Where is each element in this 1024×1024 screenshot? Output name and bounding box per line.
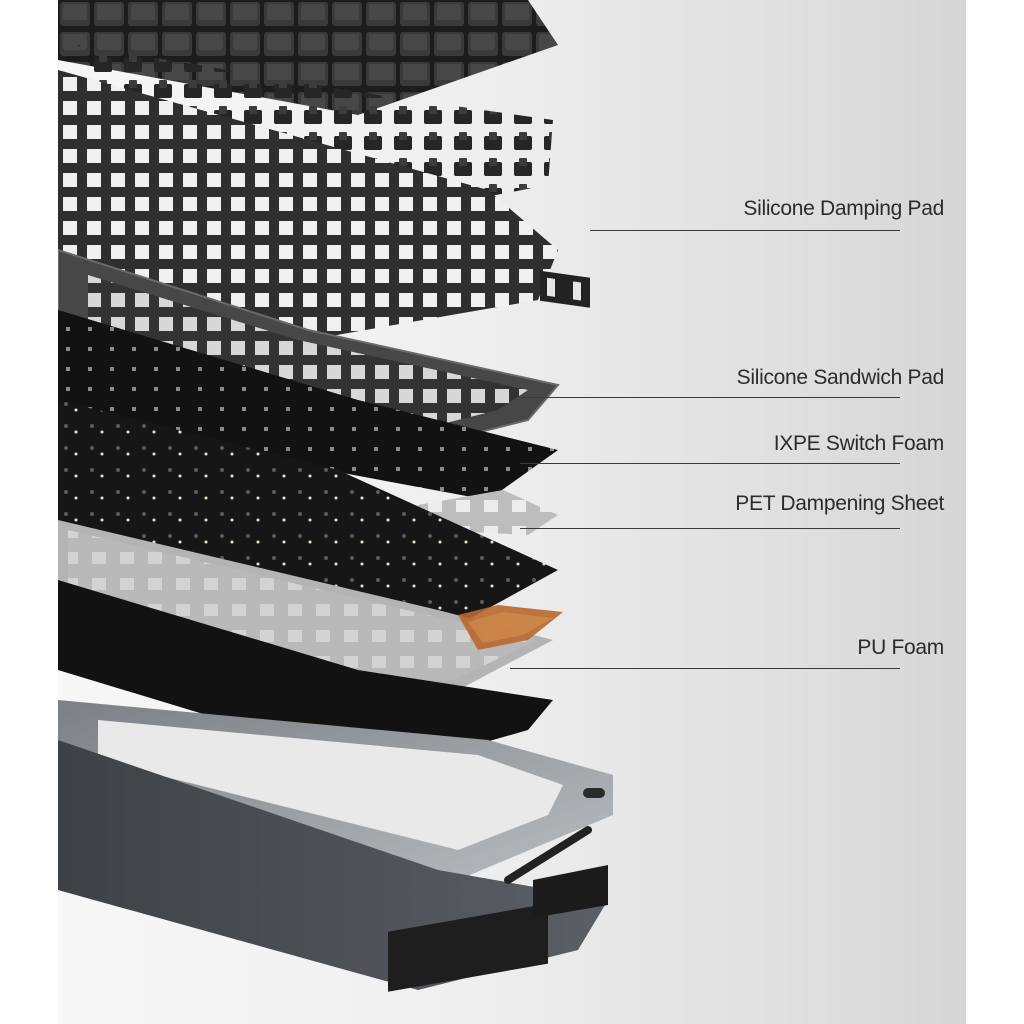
usb-port (583, 788, 605, 798)
label-pet-dampening-sheet: PET Dampening Sheet (735, 492, 944, 515)
product-panel (58, 0, 966, 1024)
label-ixpe-switch-foam: IXPE Switch Foam (773, 432, 945, 455)
label-silicone-damping-pad: Silicone Damping Pad (743, 197, 944, 220)
switches-layer (78, 45, 553, 210)
keycaps-layer (58, 0, 558, 115)
leader-ixpe-switch-foam (520, 463, 900, 464)
leader-silicone-sandwich-pad (520, 397, 900, 398)
flex-cable-part (458, 605, 563, 650)
leader-silicone-damping-pad (590, 230, 900, 231)
leader-pu-foam (510, 668, 900, 669)
pcb-layer (58, 400, 558, 625)
switch-plate-layer (58, 70, 558, 340)
silicone-damping-pad-part (540, 270, 590, 308)
label-pu-foam: PU Foam (857, 636, 944, 659)
ixpe-switch-foam-part (58, 310, 558, 500)
exploded-keyboard-illustration (58, 0, 613, 992)
daughterboard (533, 865, 608, 918)
pu-foam-part (58, 580, 553, 770)
label-silicone-sandwich-pad: Silicone Sandwich Pad (736, 366, 945, 389)
leader-pet-dampening-sheet (520, 528, 900, 529)
